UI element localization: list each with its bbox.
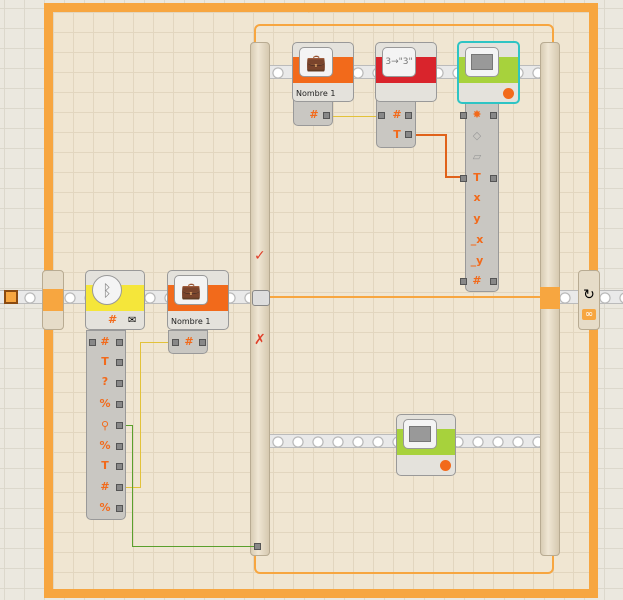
plug: ?	[101, 375, 109, 388]
plug: T	[101, 355, 109, 368]
plug: ▱	[472, 150, 482, 163]
port[interactable]	[460, 175, 467, 182]
number-wire-top	[330, 116, 380, 117]
loop-start[interactable]	[42, 270, 64, 330]
plug: #	[472, 274, 482, 287]
port[interactable]	[460, 278, 467, 285]
plug: ✸	[472, 108, 482, 121]
number-to-text-plug-tab	[376, 100, 416, 148]
plug: T	[393, 128, 401, 141]
loop-top-arrow: ◀	[300, 0, 310, 14]
port[interactable]	[405, 112, 412, 119]
smiley-icon	[503, 88, 514, 99]
display-plug-tab	[465, 102, 499, 292]
plug: y	[473, 212, 481, 225]
text-wire-end	[445, 176, 465, 178]
port[interactable]	[490, 175, 497, 182]
port[interactable]	[116, 339, 123, 346]
smiley-icon	[440, 460, 451, 471]
start-icon[interactable]	[4, 290, 18, 304]
switch-logic-port[interactable]	[254, 543, 261, 550]
port[interactable]	[116, 422, 123, 429]
plug: _y	[470, 254, 484, 267]
port[interactable]	[405, 131, 412, 138]
plug: %	[99, 501, 111, 514]
plug: #	[100, 480, 110, 493]
plug: x	[473, 191, 481, 204]
port[interactable]	[460, 112, 467, 119]
port[interactable]	[116, 359, 123, 366]
display-block[interactable]	[396, 414, 456, 476]
display-icon	[465, 47, 499, 77]
display-icon	[403, 419, 437, 449]
plug: _x	[470, 233, 484, 246]
port[interactable]	[116, 463, 123, 470]
text-wire	[405, 134, 447, 178]
mailbox-icon: ✉	[128, 315, 137, 326]
port[interactable]	[199, 339, 206, 346]
plug: ⚲	[100, 419, 110, 432]
briefcase-icon: 💼	[299, 47, 333, 77]
number-to-text-block[interactable]: 3→"3"	[375, 42, 437, 102]
checkmark-icon: ✓	[254, 248, 266, 264]
loop-end[interactable]: ↻ ∞	[578, 270, 600, 330]
display-block-selected[interactable]	[457, 41, 520, 104]
number-to-text-icon: 3→"3"	[382, 47, 416, 77]
port[interactable]	[116, 443, 123, 450]
bluetooth-icon: ᛒ	[92, 275, 122, 305]
plug: #	[392, 108, 402, 121]
logic-wire	[124, 425, 133, 547]
port[interactable]	[490, 112, 497, 119]
number-type-icon: #	[108, 313, 118, 326]
beam-orange-line	[270, 296, 540, 298]
port[interactable]	[116, 380, 123, 387]
infinity-icon: ∞	[582, 309, 596, 320]
switch-right-orange	[540, 287, 560, 309]
plug: T	[101, 459, 109, 472]
plug: #	[100, 335, 110, 348]
variable-read-block[interactable]: 💼 Nombre 1	[292, 42, 354, 102]
plug: %	[99, 397, 111, 410]
plug: #	[309, 108, 319, 121]
plug: %	[99, 439, 111, 452]
switch-condition-plug[interactable]	[252, 290, 270, 306]
port[interactable]	[172, 339, 179, 346]
loop-refresh-icon: ↻	[583, 287, 595, 303]
port[interactable]	[323, 112, 330, 119]
port[interactable]	[116, 505, 123, 512]
port[interactable]	[116, 401, 123, 408]
briefcase-icon: 💼	[174, 275, 208, 305]
port[interactable]	[116, 484, 123, 491]
plug: ◇	[472, 129, 482, 142]
port[interactable]	[89, 339, 96, 346]
port[interactable]	[490, 278, 497, 285]
bluetooth-receive-block[interactable]: ᛒ ✉ #	[85, 270, 145, 330]
plug: #	[184, 335, 194, 348]
variable-name-label: Nombre 1	[296, 89, 336, 98]
variable-write-block[interactable]: 💼 Nombre 1	[167, 270, 229, 330]
plug: T	[473, 171, 481, 184]
number-wire	[140, 342, 178, 488]
x-icon: ✗	[254, 332, 266, 348]
logic-wire-bottom	[132, 546, 254, 547]
port[interactable]	[378, 112, 385, 119]
variable-name-label: Nombre 1	[171, 317, 211, 326]
